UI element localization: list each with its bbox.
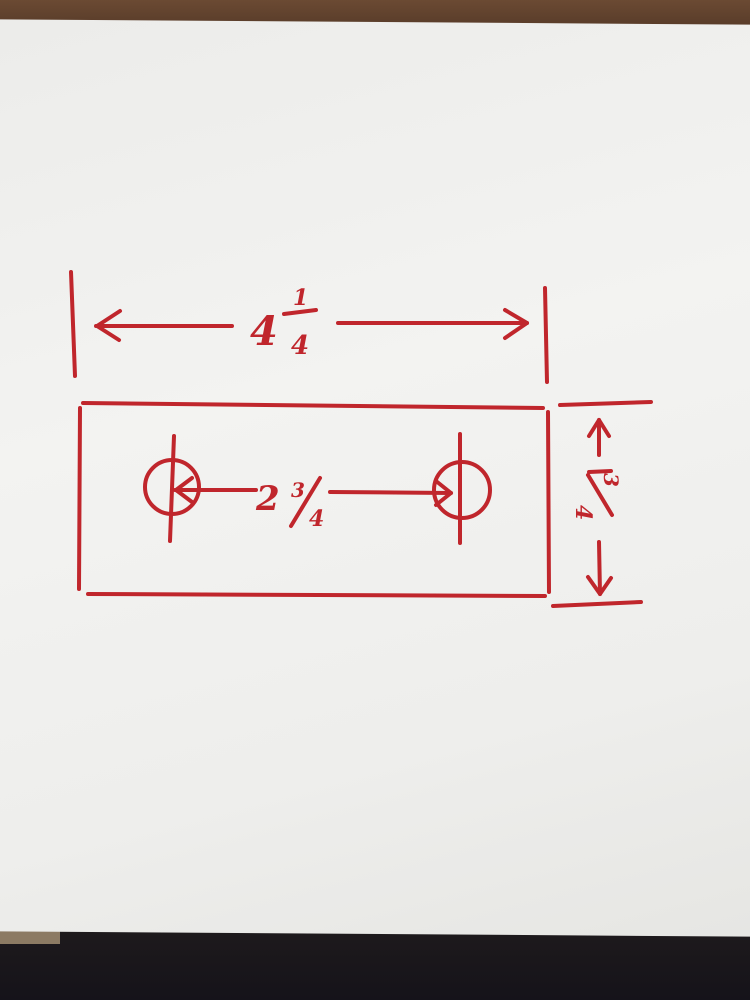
overall-length-numerator: 1 — [293, 285, 308, 311]
overall-length-fraction-bar — [282, 308, 318, 316]
left-hole-centerline — [168, 434, 176, 543]
plate-bottom-edge — [86, 592, 547, 598]
left-arrowhead — [95, 309, 122, 342]
right-hole — [432, 432, 492, 545]
floor-background — [0, 930, 750, 1000]
spacing-right-arrowhead — [434, 479, 453, 507]
overall-length-whole: 4 — [250, 308, 278, 355]
floor-edge — [0, 930, 60, 944]
overall-length-denominator: 4 — [291, 331, 309, 361]
hole-spacing-denominator: 4 — [309, 506, 324, 532]
spacing-left-arrowhead — [174, 476, 194, 504]
height-label-stroke — [587, 469, 613, 474]
height-lower-line — [597, 540, 602, 596]
overall-length-dimension: 4 1 4 — [69, 270, 549, 384]
hole-spacing-whole: 2 — [255, 479, 280, 519]
left-extension-line — [69, 270, 77, 378]
height-numerator: 3 — [599, 473, 623, 487]
height-denominator: 4 — [570, 505, 596, 520]
spacing-right-line — [328, 490, 453, 495]
left-hole — [143, 434, 201, 543]
plate-right-edge — [546, 410, 551, 594]
plate-outline — [77, 401, 551, 598]
hole-spacing-dimension: 2 3 4 — [173, 476, 453, 532]
height-top-extension — [558, 400, 653, 407]
hole-spacing-numerator: 3 — [291, 478, 305, 502]
height-down-arrowhead — [586, 575, 613, 596]
height-bottom-extension — [551, 600, 643, 608]
height-label: 3 4 — [570, 473, 623, 520]
height-dimension: 3 4 — [551, 400, 653, 608]
plate-top-edge — [81, 401, 545, 410]
right-arrowhead — [503, 308, 529, 340]
hole-spacing-fraction-bar — [289, 476, 322, 528]
height-up-arrowhead — [587, 418, 611, 438]
height-fraction-bar — [586, 473, 614, 517]
plate-left-edge — [77, 406, 82, 591]
right-extension-line — [543, 286, 549, 384]
